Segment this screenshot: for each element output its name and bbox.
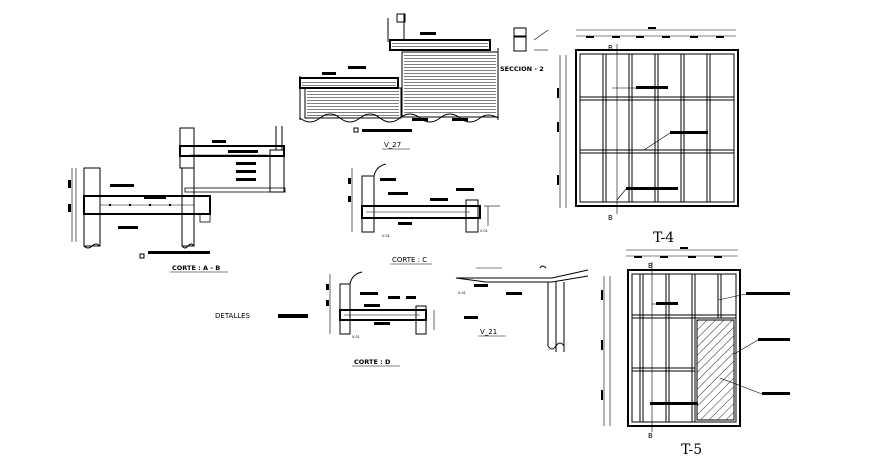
t4-label: T-4 bbox=[653, 230, 674, 246]
t5-window-elevation: B B T-5 bbox=[601, 247, 790, 458]
corte-c-section-detail: V-01 V-01 CORTE : C bbox=[348, 163, 500, 265]
v27-section-detail: V_27 bbox=[299, 13, 499, 150]
corte-c-v-tag-2: V-01 bbox=[480, 229, 488, 233]
corte-ab-section-detail: CORTE : A - B bbox=[68, 126, 286, 273]
v21-label: V_21 bbox=[480, 328, 497, 336]
corte-d-section-detail: V-01 CORTE : D bbox=[326, 271, 435, 367]
t4-section-mark-top: B bbox=[608, 44, 613, 52]
t4-section-mark-bottom: B bbox=[608, 214, 613, 222]
v21-v-tag: V-01 bbox=[458, 291, 466, 295]
v27-label: V_27 bbox=[384, 141, 401, 149]
t5-section-mark-bottom: B bbox=[648, 432, 653, 440]
t5-section-mark-top: B bbox=[648, 262, 653, 270]
detalles-label: DETALLES bbox=[215, 312, 251, 320]
v21-section-detail: V-01 V_21 bbox=[455, 265, 589, 352]
seccion-2-label: SECCION - 2 bbox=[500, 65, 544, 73]
corte-d-v-tag: V-01 bbox=[352, 335, 360, 339]
corte-c-label: CORTE : C bbox=[392, 256, 427, 264]
seccion-2-detail: SECCION - 2 bbox=[500, 27, 549, 73]
corte-ab-label: CORTE : A - B bbox=[172, 264, 220, 272]
corte-d-label: CORTE : D bbox=[354, 358, 391, 366]
detalles-tag-bar bbox=[278, 314, 308, 318]
t4-window-elevation: B B T-4 bbox=[557, 27, 739, 246]
corte-c-v-tag: V-01 bbox=[382, 234, 390, 238]
t5-label: T-5 bbox=[681, 442, 702, 458]
